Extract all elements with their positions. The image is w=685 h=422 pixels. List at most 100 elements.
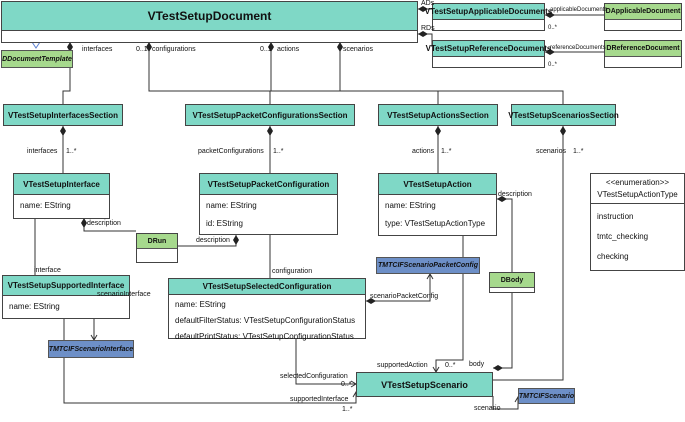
label-mult: 1..* bbox=[342, 406, 353, 413]
label-ads: ADs bbox=[421, 0, 435, 7]
label-selected-configuration: selectedConfiguration bbox=[280, 373, 348, 380]
attr-filter-status: defaultFilterStatus: VTestSetupConfigura… bbox=[175, 316, 356, 325]
arrow-spc bbox=[426, 273, 434, 280]
label-scenario-packet-config: scenarioPacketConfig bbox=[370, 293, 439, 300]
class-action[interactable]: VTestSetupAction name: EString type: VTe… bbox=[378, 173, 497, 236]
diamond-act-desc bbox=[497, 196, 507, 202]
label-mult: 1..* bbox=[66, 148, 77, 155]
attr-type: type: VTestSetupActionType bbox=[385, 219, 486, 228]
configurations-link bbox=[148, 42, 271, 104]
template-reference-document[interactable]: DReferenceDocument bbox=[604, 40, 682, 68]
attr-id: id: EString bbox=[206, 219, 243, 228]
enum-action-type[interactable]: <<enumeration>> VTestSetupActionType ins… bbox=[590, 173, 685, 271]
class-title: VTestSetupSupportedInterface bbox=[3, 276, 129, 296]
class-title: VTestSetupPacketConfiguration bbox=[200, 174, 337, 195]
class-title: VTestSetupReferenceDocuments bbox=[426, 41, 551, 57]
label-interfaces: interfaces bbox=[27, 148, 58, 155]
class-title: VTestSetupInterfacesSection bbox=[4, 105, 122, 125]
template-tmtc-scenario[interactable]: TMTCIFScenario bbox=[518, 388, 575, 404]
template-applicable-document[interactable]: DApplicableDocument bbox=[604, 3, 682, 31]
scenario-packet-link bbox=[366, 274, 431, 302]
attr-name: name: EString bbox=[175, 300, 226, 309]
scenarios-composition bbox=[493, 126, 564, 381]
class-title: VTestSetupSelectedConfiguration bbox=[169, 279, 365, 295]
label-reference-documents: referenceDocuments bbox=[550, 45, 606, 51]
diamond-interfaces bbox=[67, 42, 73, 52]
label-configuration: configuration bbox=[272, 268, 313, 275]
label-actions: actions bbox=[412, 148, 435, 155]
enum-literal: checking bbox=[597, 252, 629, 261]
label-body: body bbox=[469, 361, 485, 368]
label-supported-action: supportedAction bbox=[377, 362, 428, 369]
class-supported-interface[interactable]: VTestSetupSupportedInterface name: EStri… bbox=[2, 275, 130, 319]
label-mult: 0..1 bbox=[136, 46, 148, 53]
supported-action-link bbox=[435, 236, 464, 372]
diamond-sec-sc bbox=[560, 126, 566, 136]
label-rds: RDs bbox=[421, 25, 435, 32]
template-title: DApplicableDocument bbox=[605, 4, 681, 20]
template-body[interactable]: DBody bbox=[489, 272, 535, 293]
label-mult: 0..* bbox=[445, 362, 456, 369]
attr-name: name: EString bbox=[9, 302, 60, 311]
template-tmtc-packet-config[interactable]: TMTCIFScenarioPacketConfig bbox=[376, 257, 480, 274]
class-selected-configuration[interactable]: VTestSetupSelectedConfiguration name: ES… bbox=[168, 278, 366, 341]
template-tmtc-interface[interactable]: TMTCIFScenarioInterface bbox=[48, 340, 134, 358]
label-mult: 0..* bbox=[548, 62, 558, 68]
label-scenario-interface: scenarioInterface bbox=[97, 291, 151, 298]
dbody-body-link bbox=[493, 292, 513, 369]
diamond-spc bbox=[366, 298, 376, 304]
label-description: description bbox=[87, 220, 121, 227]
scenarios-link bbox=[339, 42, 564, 104]
diamond-sec-act bbox=[435, 126, 441, 136]
template-run[interactable]: DRun bbox=[136, 233, 178, 263]
label-actions: actions bbox=[277, 46, 300, 53]
class-actions-section[interactable]: VTestSetupActionsSection bbox=[378, 104, 498, 126]
class-title: VTestSetupActionsSection bbox=[379, 105, 497, 125]
class-title: VTestSetupScenariosSection bbox=[508, 105, 619, 125]
class-title: VTestSetupPacketConfigurationsSection bbox=[186, 105, 354, 125]
class-interfaces-section[interactable]: VTestSetupInterfacesSection bbox=[3, 104, 123, 126]
label-interface: interface bbox=[34, 267, 61, 274]
diamond-sec-if bbox=[60, 126, 66, 136]
template-document[interactable]: DDocumentTemplate bbox=[1, 50, 73, 68]
class-title: VTestSetupScenario bbox=[357, 373, 492, 396]
template-title: DBody bbox=[490, 273, 534, 288]
enum-stereotype: <<enumeration>> bbox=[605, 178, 670, 187]
class-vtestsetupdocument[interactable]: VTestSetupDocument bbox=[1, 1, 418, 43]
label-mult: 1..* bbox=[441, 148, 452, 155]
diamond-reference bbox=[545, 49, 555, 55]
enum-literal: tmtc_checking bbox=[597, 232, 649, 241]
class-packet-configurations-section[interactable]: VTestSetupPacketConfigurationsSection bbox=[185, 104, 355, 126]
label-description: description bbox=[196, 237, 230, 244]
class-packet-configuration[interactable]: VTestSetupPacketConfiguration name: EStr… bbox=[199, 173, 338, 235]
label-interfaces: interfaces bbox=[82, 46, 113, 53]
diamond-configs bbox=[146, 42, 152, 52]
dbody-desc-link bbox=[497, 198, 513, 272]
label-scenario: scenario bbox=[474, 405, 501, 412]
attr-print-status: defaultPrintStatus: VTestSetupConfigurat… bbox=[175, 332, 354, 341]
label-mult: 0..* bbox=[341, 381, 352, 388]
diamond-pc-desc bbox=[233, 235, 239, 245]
class-title: VTestSetupInterface bbox=[14, 174, 109, 195]
diamond-ads bbox=[418, 6, 428, 12]
attr-name: name: EString bbox=[385, 201, 436, 210]
class-scenario[interactable]: VTestSetupScenario bbox=[356, 372, 493, 397]
class-reference-documents[interactable]: VTestSetupReferenceDocuments bbox=[426, 40, 551, 68]
label-packet-configurations: packetConfigurations bbox=[198, 148, 264, 155]
attr-name: name: EString bbox=[20, 201, 71, 210]
template-title: DReferenceDocument bbox=[605, 41, 681, 57]
class-title: VTestSetupAction bbox=[379, 174, 496, 195]
diamond-body bbox=[493, 365, 503, 371]
diamond-actions bbox=[268, 42, 274, 52]
class-scenarios-section[interactable]: VTestSetupScenariosSection bbox=[508, 104, 619, 126]
label-applicable-documents: applicableDocuments bbox=[550, 7, 608, 13]
attr-name: name: EString bbox=[206, 201, 257, 210]
label-configurations: configurations bbox=[152, 46, 196, 53]
template-title: DRun bbox=[137, 234, 177, 249]
label-supported-interface: supportedInterface bbox=[290, 396, 349, 403]
class-interface[interactable]: VTestSetupInterface name: EString bbox=[13, 173, 110, 219]
label-scenarios: scenarios bbox=[536, 148, 566, 155]
diamond-rds bbox=[418, 31, 428, 37]
label-mult: 0..* bbox=[548, 25, 558, 31]
class-applicable-documents[interactable]: VTestSetupApplicableDocuments bbox=[425, 3, 552, 31]
